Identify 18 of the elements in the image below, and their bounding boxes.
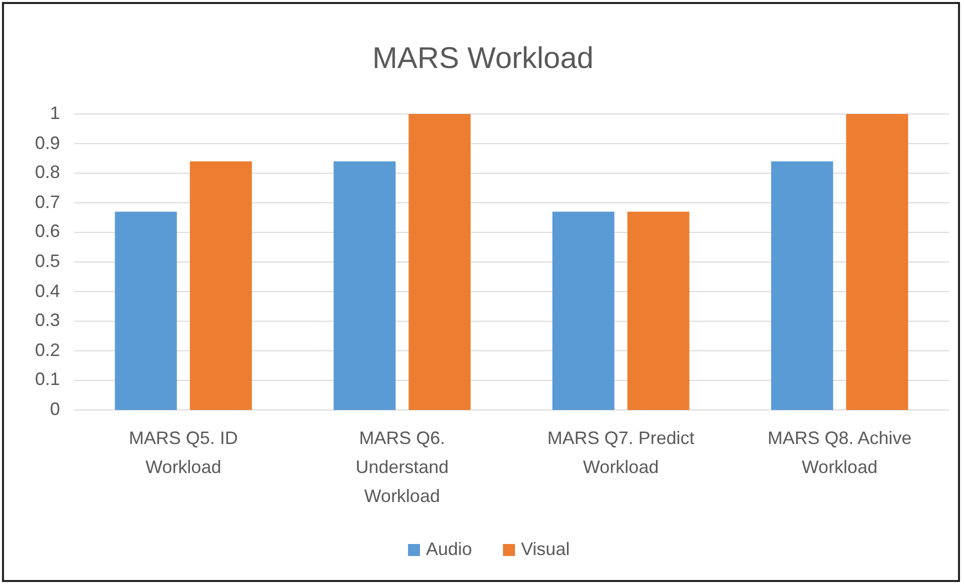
axis-tick-label: 1 bbox=[50, 103, 60, 124]
category-label: MARS Q8. Achive Workload bbox=[766, 427, 913, 479]
axis-tick-label: 0.1 bbox=[34, 369, 60, 390]
axis-tick-label: 0.6 bbox=[34, 221, 60, 242]
category-label: MARS Q5. ID Workload bbox=[128, 427, 239, 479]
axis-tick-label: 0.4 bbox=[34, 280, 60, 302]
axis-tick-label: 0 bbox=[50, 399, 60, 420]
axis-tick-label: 0.9 bbox=[34, 132, 60, 154]
legend-label: Visual bbox=[521, 539, 570, 560]
chart-title: MARS Workload bbox=[371, 42, 595, 76]
axis-tick-label: 0.5 bbox=[34, 251, 60, 272]
axis-tick-label: 0.8 bbox=[34, 162, 60, 184]
category-label: MARS Q6. Understand Workload bbox=[354, 427, 450, 508]
axis-tick-label: 0.7 bbox=[34, 192, 60, 213]
axis-tick-label: 0.2 bbox=[34, 340, 60, 361]
category-label: MARS Q7. Predict Workload bbox=[546, 427, 696, 479]
legend-label: Audio bbox=[426, 539, 472, 560]
axis-tick-label: 0.3 bbox=[34, 310, 60, 332]
